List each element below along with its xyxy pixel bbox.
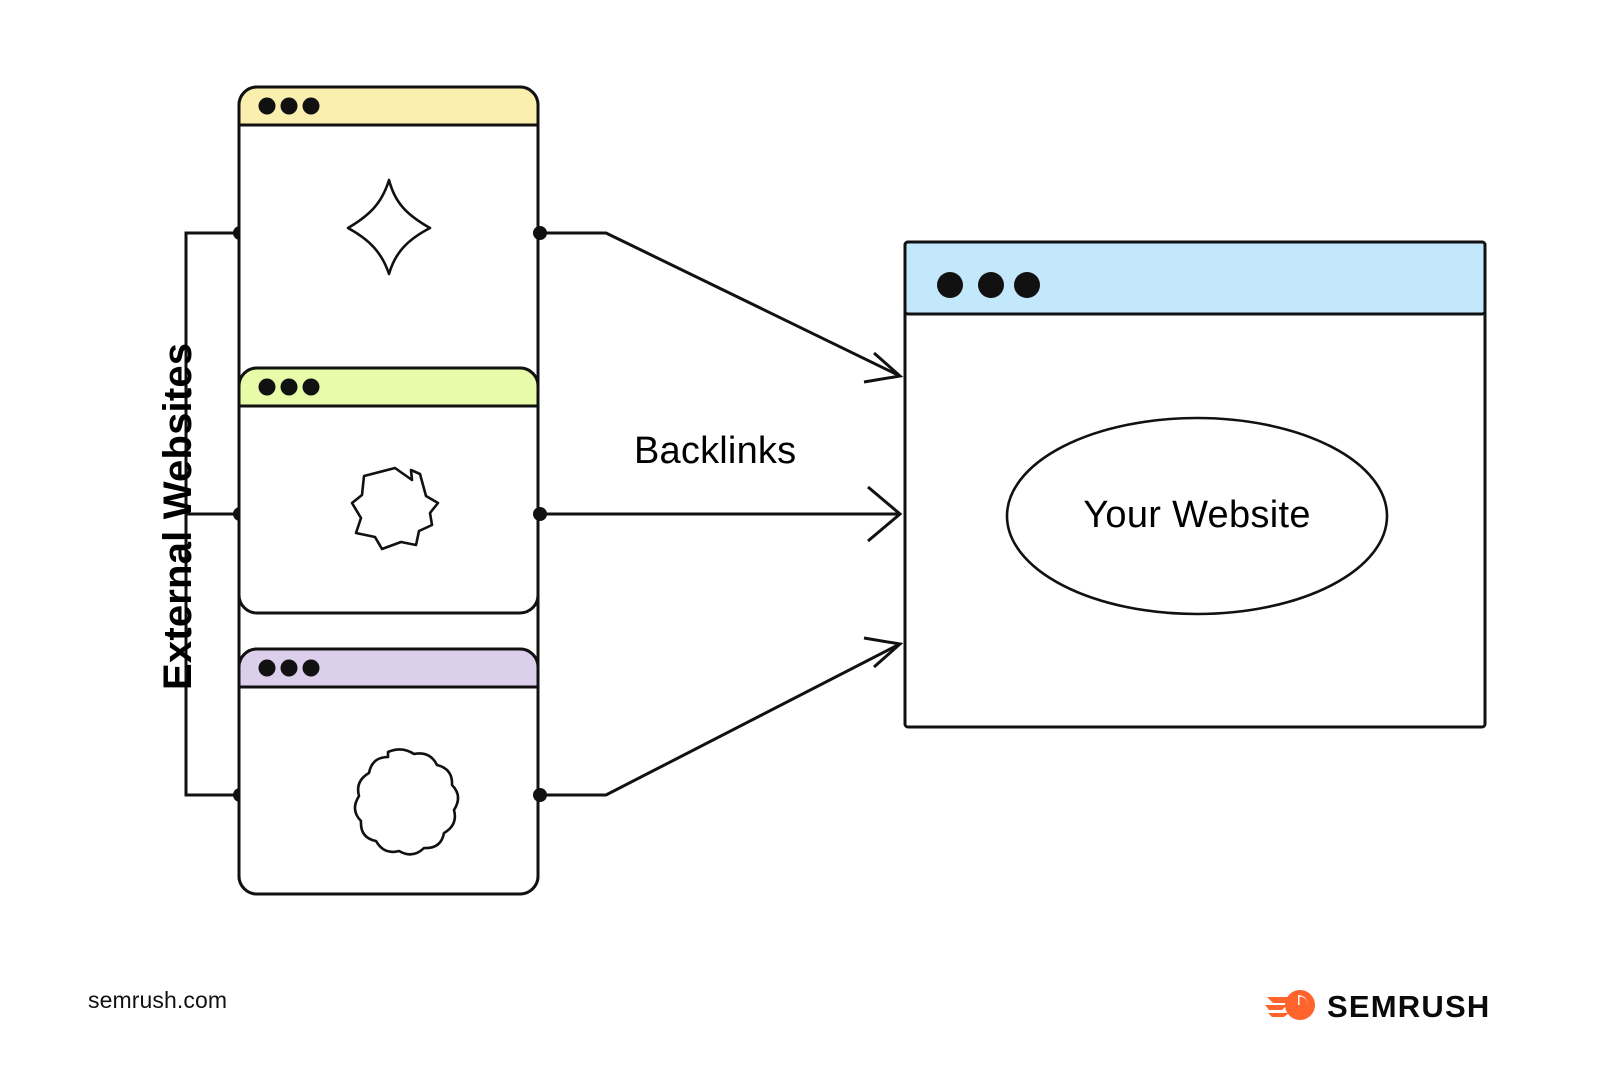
backlink-arrow-1 <box>540 231 904 384</box>
window-dots-target <box>937 272 1040 298</box>
semrush-comet-icon <box>1265 990 1315 1020</box>
backlink-arrows <box>533 226 904 802</box>
external-websites-bracket <box>184 231 240 797</box>
arrow-head-1 <box>863 351 904 384</box>
footer-source-url: semrush.com <box>88 987 228 1013</box>
external-window-3[interactable] <box>237 647 540 896</box>
titlebar-dot <box>280 97 298 115</box>
titlebar-dot <box>302 659 320 677</box>
titlebar-dot <box>302 378 320 396</box>
window-dots-1 <box>258 97 320 115</box>
arrow-head-2 <box>867 485 903 543</box>
titlebar-dot <box>258 659 276 677</box>
titlebar-dot <box>280 659 298 677</box>
window-titlebar-2 <box>237 366 540 408</box>
arrow-origin-dot-2 <box>533 507 547 521</box>
titlebar-dot <box>1014 272 1040 298</box>
your-website-label: Your Website <box>1083 494 1311 536</box>
scalloped-flower-icon <box>353 748 460 856</box>
titlebar-dot <box>280 378 298 396</box>
window-dots-2 <box>258 378 320 396</box>
arrow-origin-dot-3 <box>533 788 547 802</box>
window-titlebar-3 <box>237 647 540 689</box>
titlebar-dot <box>302 97 320 115</box>
external-window-2[interactable] <box>237 366 540 615</box>
arrow-head-3 <box>863 636 904 669</box>
arrow-origin-dot-1 <box>533 226 547 240</box>
backlink-arrow-3 <box>540 636 904 797</box>
titlebar-dot <box>937 272 963 298</box>
astroid-diamond-icon <box>346 178 432 276</box>
window-titlebar-target <box>903 240 1487 316</box>
arrow-origin-dots <box>533 226 547 802</box>
external-websites-axis-label: External Websites <box>156 342 200 690</box>
window-titlebar-1 <box>237 85 540 127</box>
arrow-line-3 <box>540 643 899 797</box>
blob-polygon-icon <box>350 466 440 551</box>
backlink-arrow-2 <box>540 485 903 543</box>
titlebar-dot <box>978 272 1004 298</box>
semrush-wordmark: SEMRUSH <box>1327 989 1491 1024</box>
your-website-ellipse <box>1005 416 1389 616</box>
titlebar-dot <box>258 378 276 396</box>
titlebar-dot <box>258 97 276 115</box>
window-dots-3 <box>258 659 320 677</box>
target-window[interactable] <box>903 240 1487 729</box>
backlinks-label: Backlinks <box>634 430 797 472</box>
arrow-line-1 <box>540 231 899 377</box>
